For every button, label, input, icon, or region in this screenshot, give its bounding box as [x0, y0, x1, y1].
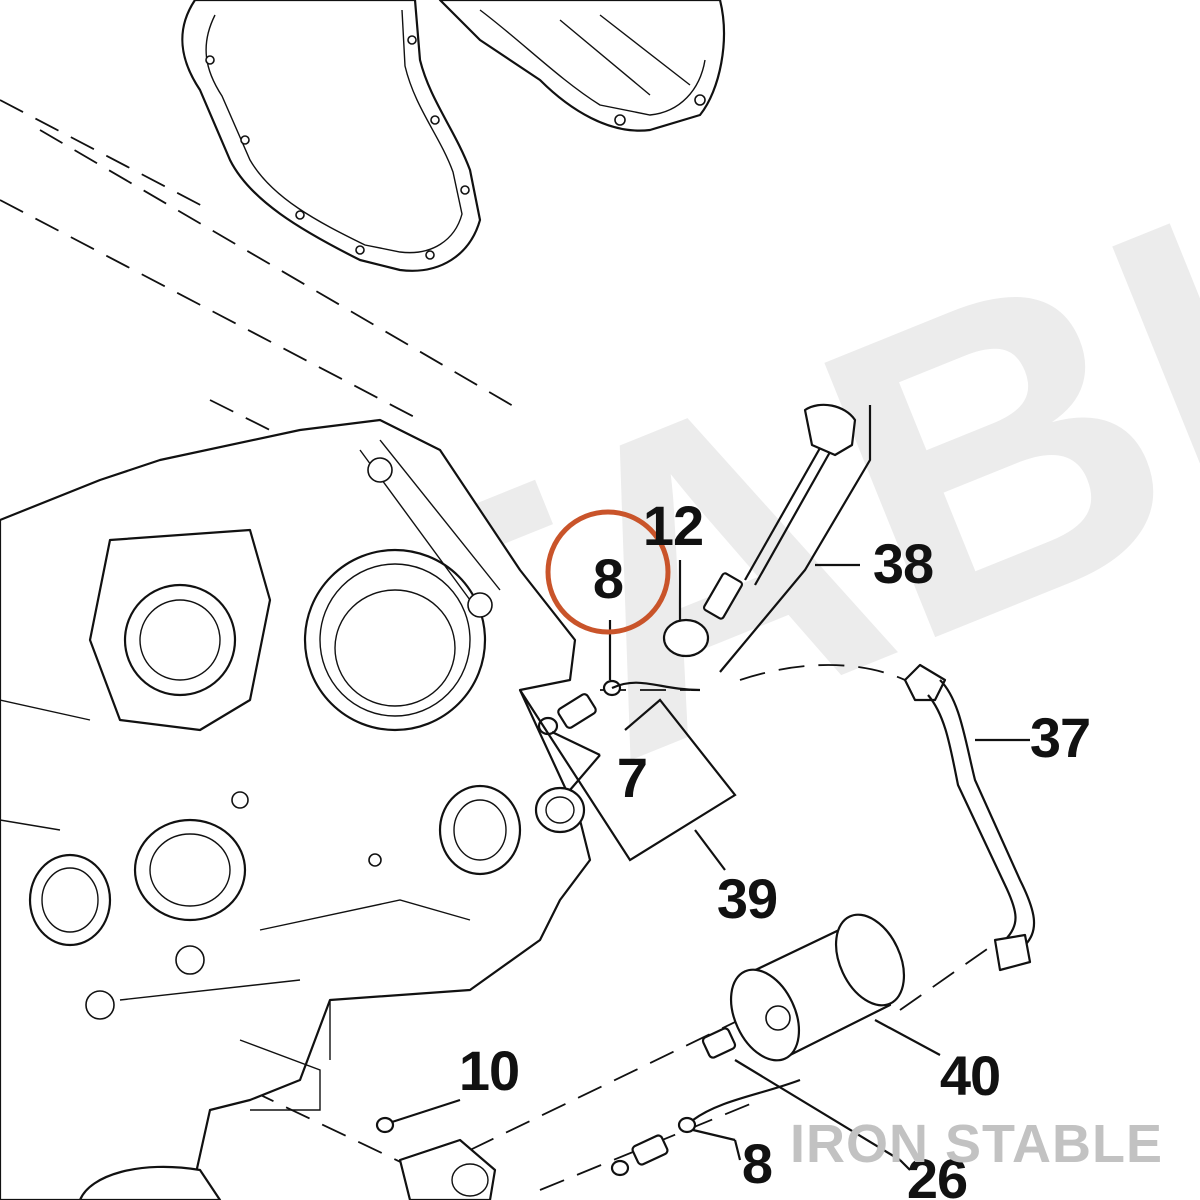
engine-crankcase	[0, 418, 592, 1200]
callout-8-top: 8	[593, 547, 623, 610]
highlight-ring	[545, 509, 671, 635]
lower-fittings	[375, 1059, 901, 1200]
callout-8-bottom: 8	[742, 1132, 772, 1195]
callout-7: 7	[617, 746, 647, 809]
outer-cover	[438, 0, 726, 132]
fitting-assembly	[537, 620, 701, 756]
callout-labels: 8 12 38 37 7 39 40 10 8 26	[459, 494, 1091, 1200]
oil-pan-gasket	[78, 1165, 222, 1200]
oil-hose	[903, 663, 1036, 972]
highlight-circle	[545, 509, 671, 635]
callout-39: 39	[717, 867, 777, 930]
callout-leaders	[569, 563, 911, 1171]
dipstick	[702, 403, 872, 673]
o-ring-12	[662, 560, 710, 658]
brand-logo-text: IRON STABLE	[790, 1114, 1163, 1174]
callout-38: 38	[873, 532, 933, 595]
callout-37: 37	[1030, 706, 1090, 769]
callout-12: 12	[643, 494, 703, 557]
cover-gasket	[181, 0, 482, 272]
oil-line-39	[519, 689, 737, 871]
callout-40: 40	[940, 1044, 1000, 1107]
oil-filter	[701, 913, 941, 1062]
callout-10: 10	[459, 1039, 519, 1102]
callout-26: 26	[907, 1147, 967, 1200]
